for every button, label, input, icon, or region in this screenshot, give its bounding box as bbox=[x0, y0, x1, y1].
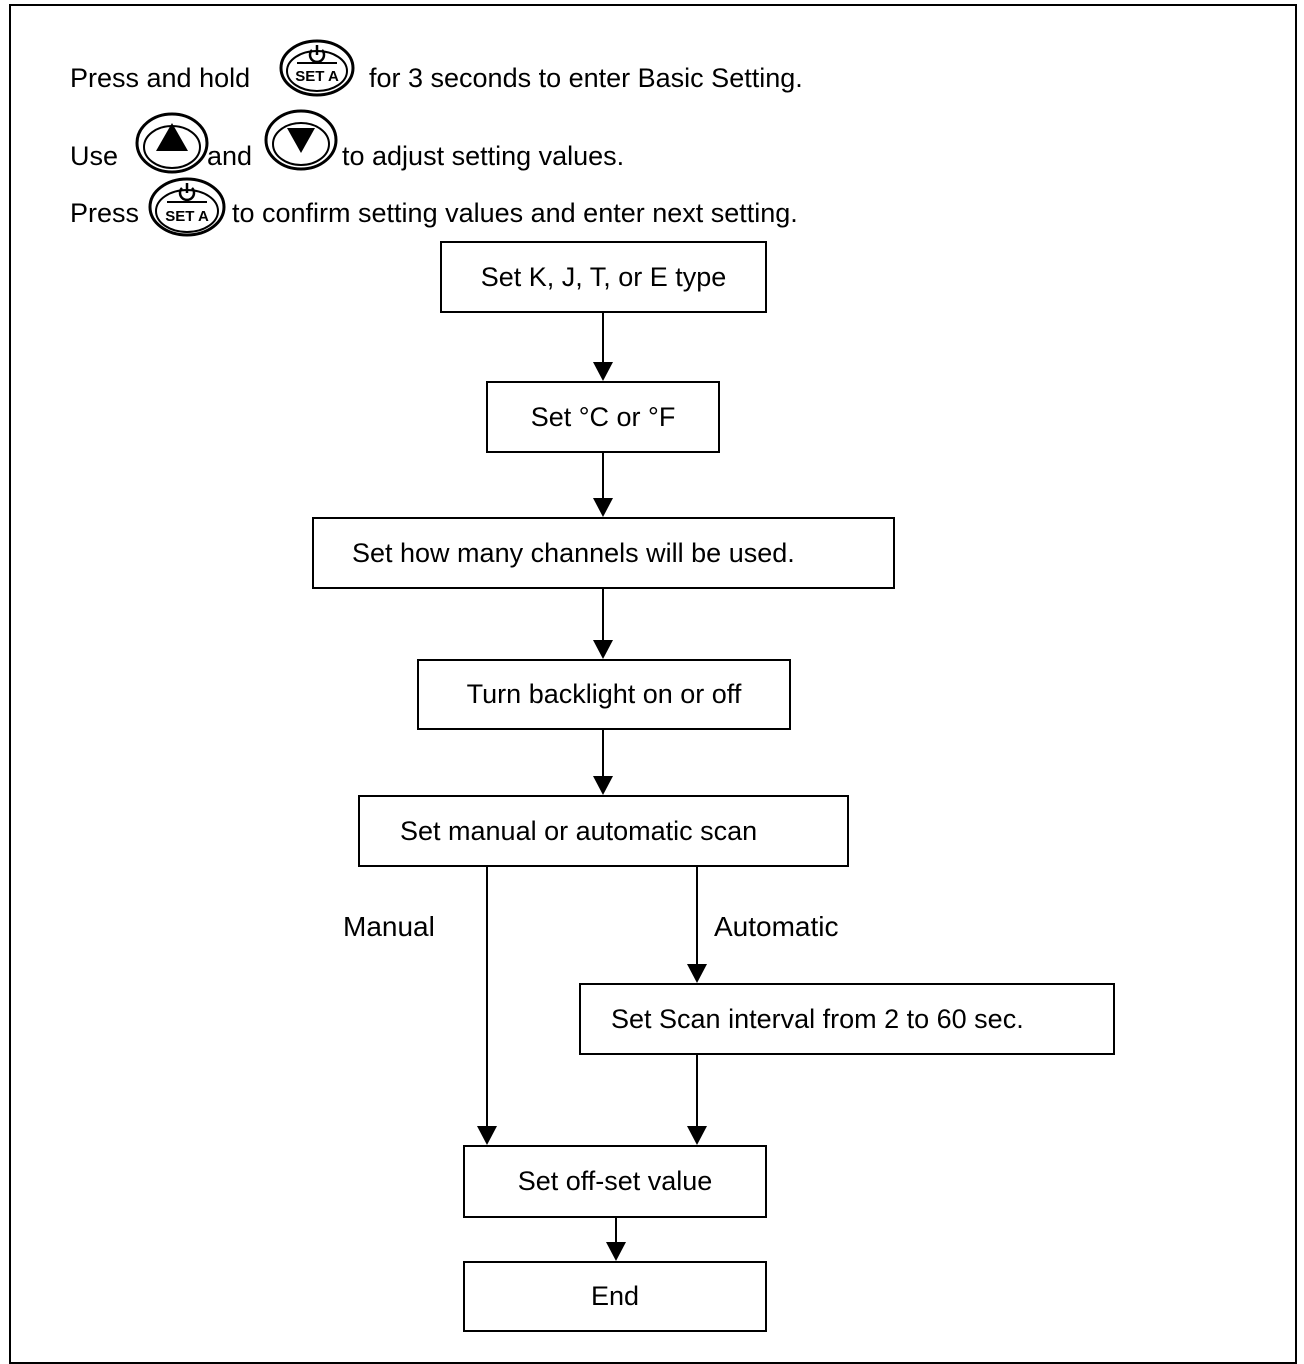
branch-label-automatic: Automatic bbox=[714, 911, 839, 942]
set-a-label: SET A bbox=[165, 208, 209, 225]
step-scan-interval-box: Set Scan interval from 2 to 60 sec. bbox=[579, 983, 1115, 1055]
instruction-and-text: and bbox=[207, 141, 253, 171]
instruction-use-text: Use bbox=[70, 141, 119, 171]
set-a-label: SET A bbox=[295, 68, 339, 85]
instruction-enter-basic-text: for 3 seconds to enter Basic Setting. bbox=[369, 63, 803, 93]
step-end-text: End bbox=[590, 1281, 640, 1311]
step-scan-mode-text: Set manual or automatic scan bbox=[400, 815, 758, 846]
step-backlight-text: Turn backlight on or off bbox=[466, 679, 742, 709]
step-temperature-unit-text: Set °C or °F bbox=[530, 401, 676, 432]
down-arrow-button-icon bbox=[264, 109, 338, 171]
step-thermocouple-type-box: Set K, J, T, or E type bbox=[440, 241, 767, 313]
set-a-power-button-icon: SET A bbox=[279, 39, 355, 97]
branch-label-manual: Manual bbox=[343, 911, 435, 942]
instruction-press-text: Press bbox=[70, 198, 140, 228]
step-scan-mode-box: Set manual or automatic scan bbox=[358, 795, 849, 867]
up-arrow-button-icon bbox=[135, 112, 209, 174]
instruction-confirm-text: to confirm setting values and enter next… bbox=[232, 198, 798, 228]
instruction-press-hold-text: Press and hold bbox=[70, 63, 251, 93]
step-end-box: End bbox=[463, 1261, 767, 1332]
step-backlight-box: Turn backlight on or off bbox=[417, 659, 791, 730]
step-thermocouple-type-text: Set K, J, T, or E type bbox=[480, 261, 727, 292]
step-offset-text: Set off-set value bbox=[517, 1166, 713, 1196]
instruction-adjust-text: to adjust setting values. bbox=[342, 141, 625, 171]
step-offset-box: Set off-set value bbox=[463, 1145, 767, 1218]
step-channels-text: Set how many channels will be used. bbox=[352, 537, 795, 568]
step-scan-interval-text: Set Scan interval from 2 to 60 sec. bbox=[611, 1003, 1024, 1034]
step-temperature-unit-box: Set °C or °F bbox=[486, 381, 720, 453]
set-a-power-button-icon: SET A bbox=[148, 177, 226, 237]
step-channels-box: Set how many channels will be used. bbox=[312, 517, 895, 589]
